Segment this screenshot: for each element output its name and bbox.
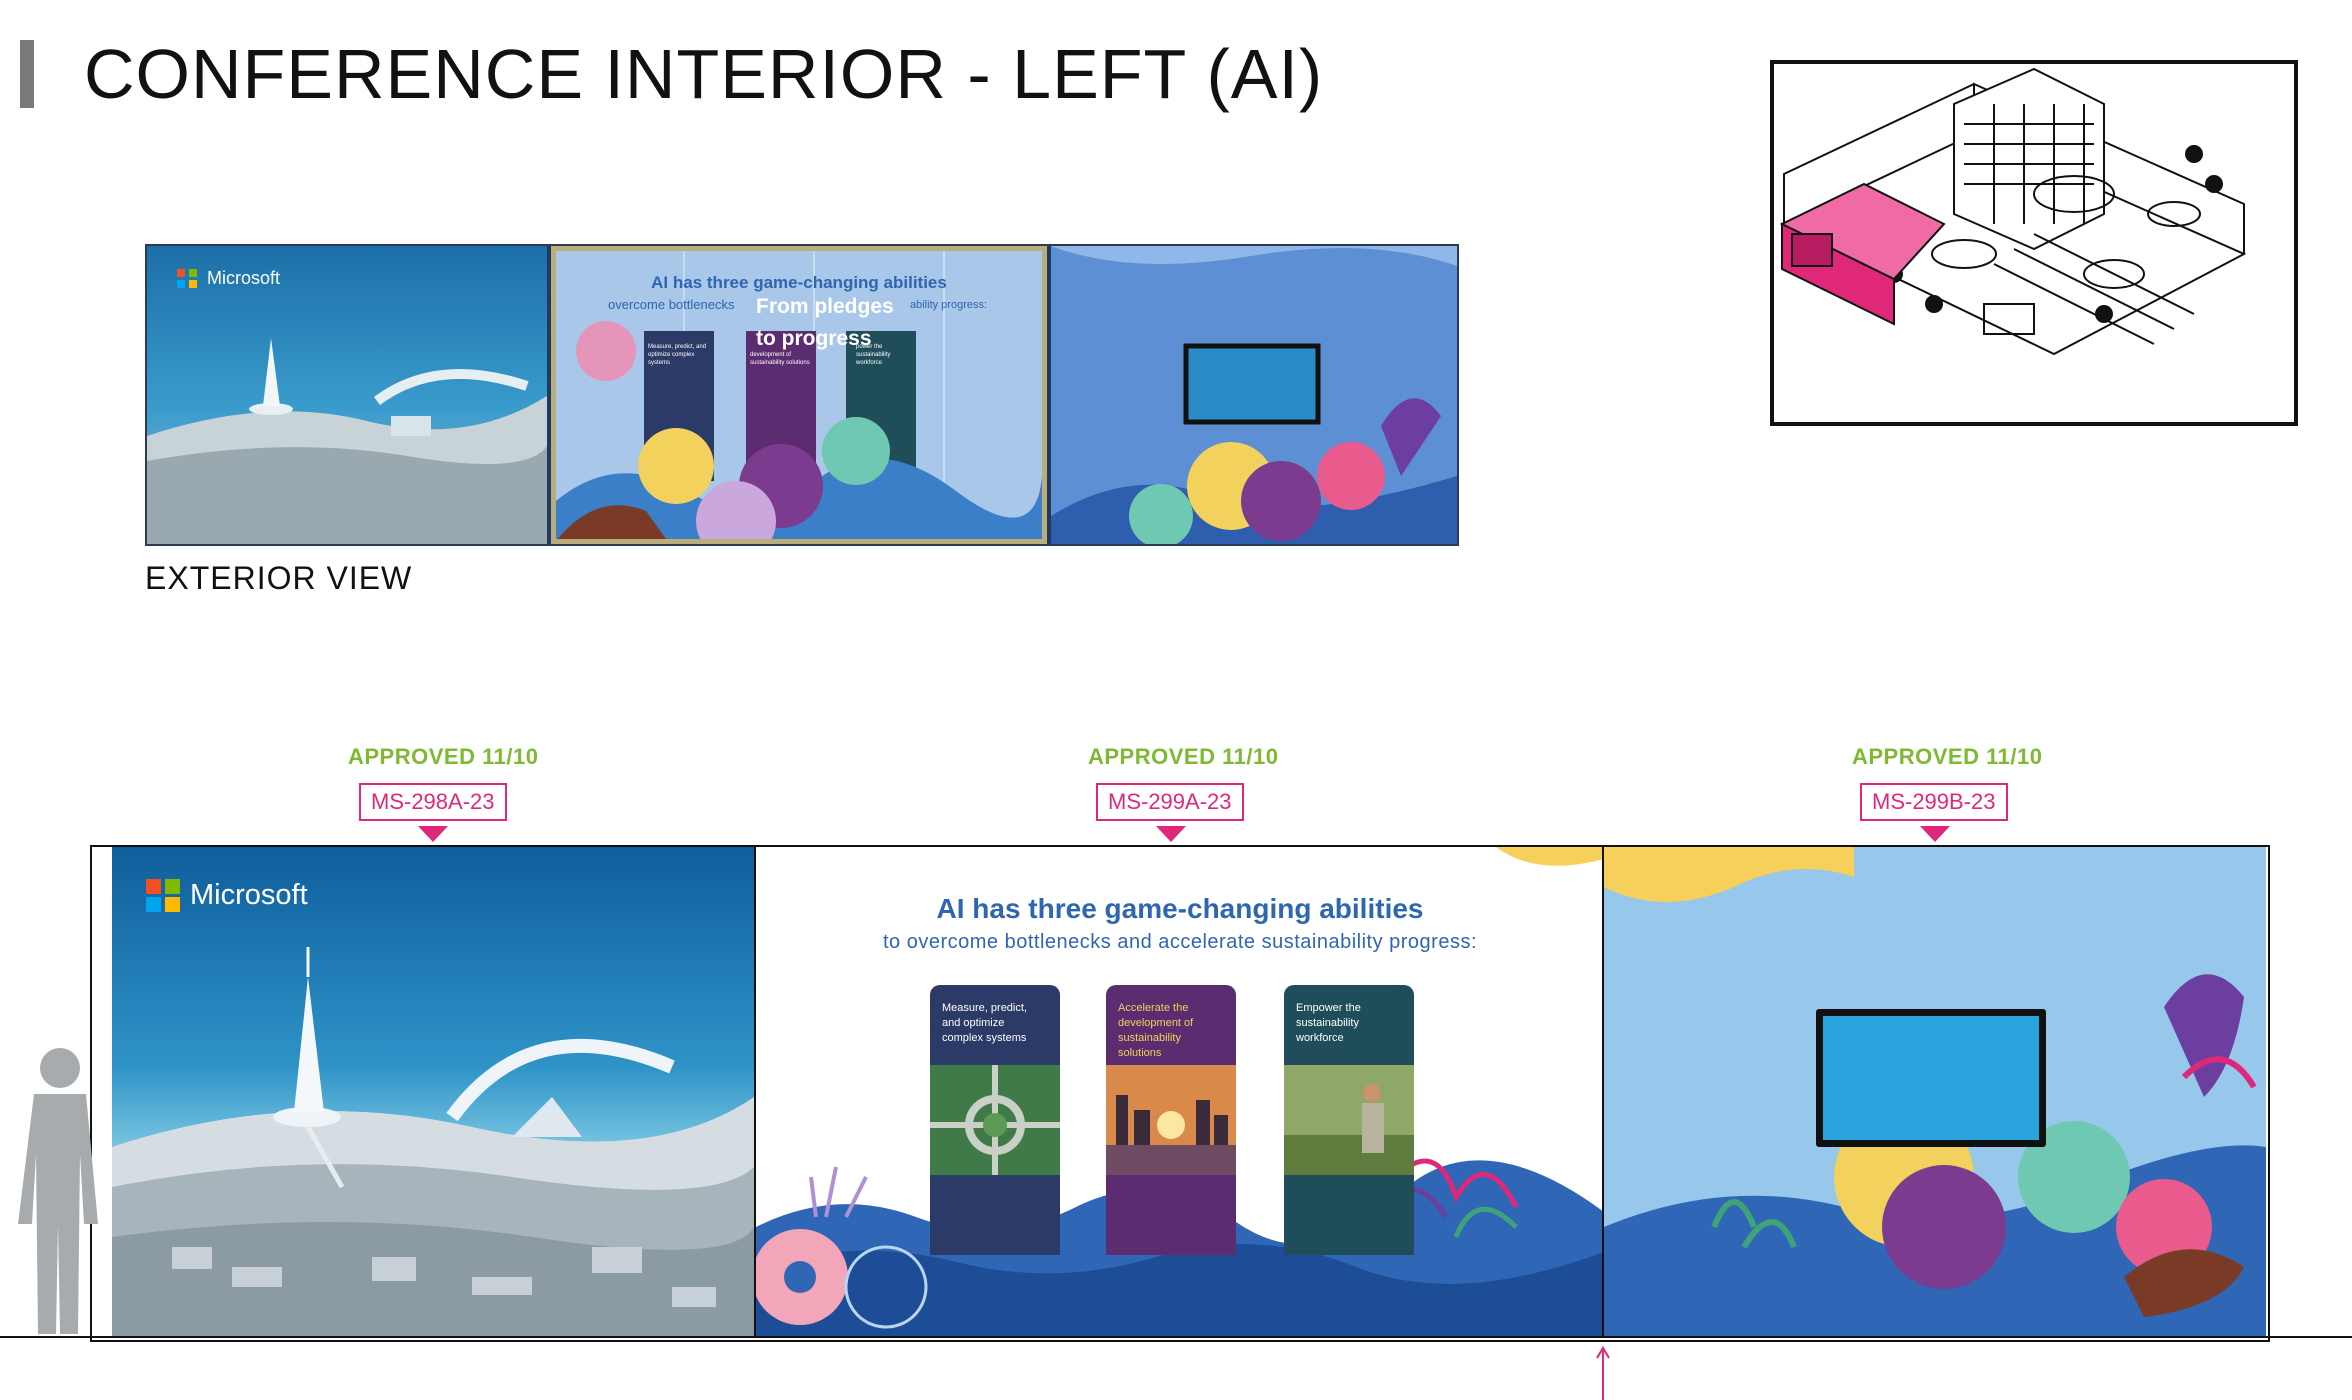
ability-card-2-text: Accelerate the development of sustainabi…	[1118, 1002, 1194, 1059]
panel-1-approved-label: APPROVED 11/10	[348, 744, 539, 769]
ability-card-2: Accelerate the development of sustainabi…	[1106, 985, 1236, 1255]
ai-heading: AI has three game-changing abilities	[936, 893, 1424, 924]
exterior-panel-ai: AI has three game-changing abilities ove…	[551, 246, 1047, 544]
exterior-view-render: Microsoft AI has three game-changing abi…	[145, 244, 1459, 546]
aerial-city-graphic	[112, 847, 754, 1336]
exterior-ai-subheading-tail: ability progress:	[910, 299, 988, 311]
wall-monitor	[1816, 1009, 2046, 1147]
exterior-card-1-text: Measure, predict, and optimize complex s…	[648, 344, 707, 366]
exterior-microsoft-wordmark: Microsoft	[207, 268, 281, 288]
floor-plan-axonometric	[1770, 60, 2298, 426]
panel-1-code-tag: MS-298A-23	[359, 783, 507, 821]
exterior-card-3-text: power the sustainability workforce	[856, 344, 891, 366]
elevation-panel-monitor	[1602, 847, 2266, 1336]
exterior-panel-monitor	[1051, 246, 1457, 544]
panel-2-approved-label: APPROVED 11/10	[1088, 744, 1279, 769]
ability-card-1-text: Measure, predict, and optimize complex s…	[942, 1002, 1027, 1044]
monitor-coral-graphic	[1051, 246, 1457, 544]
coral-graphic	[556, 251, 1042, 539]
ability-card-3: Empower the sustainability workforce	[1284, 985, 1414, 1255]
microsoft-squares-icon	[146, 879, 180, 912]
panel-3-code-tag: MS-299B-23	[1860, 783, 2008, 821]
exterior-view-label: EXTERIOR VIEW	[145, 560, 413, 596]
panel-3-tag-pointer	[1920, 826, 1950, 842]
page-title: CONFERENCE INTERIOR - LEFT (AI)	[84, 35, 1324, 113]
exterior-ai-heading: AI has three game-changing abilities	[651, 273, 947, 292]
elevation-microsoft-logo: Microsoft	[146, 879, 308, 912]
exterior-microsoft-logo: Microsoft	[177, 268, 280, 289]
person-silhouette-icon	[18, 1048, 98, 1334]
exterior-ai-subheading: overcome bottlenecks	[608, 297, 735, 312]
farmer-photo	[1284, 1065, 1414, 1175]
elevation-panel-ai-abilities: AI has three game-changing abilities to …	[754, 847, 1604, 1336]
city-sunset-photo	[1106, 1065, 1236, 1175]
exterior-card-2-text: development of sustainability solutions	[750, 352, 810, 366]
exterior-panel-aerial: Microsoft	[147, 246, 547, 544]
ability-card-3-text: Empower the sustainability workforce	[1296, 1002, 1361, 1044]
elevation-microsoft-wordmark: Microsoft	[190, 879, 308, 911]
exterior-overlay-line-1: From pledges	[756, 295, 894, 318]
panel-2-code-tag: MS-299A-23	[1096, 783, 1244, 821]
panel-2-tag-pointer	[1156, 826, 1186, 842]
floor-plan-graphic	[1779, 67, 2247, 356]
elevation-panel-aerial: Microsoft	[112, 847, 754, 1336]
panel-1-tag-pointer	[418, 826, 448, 842]
title-accent-bar	[20, 40, 34, 108]
floor-line	[0, 1336, 2352, 1338]
exterior-overlay-line-2: to progress	[756, 327, 872, 350]
ability-card-1: Measure, predict, and optimize complex s…	[930, 985, 1060, 1255]
ai-subheading: to overcome bottlenecks and accelerate s…	[882, 931, 1478, 953]
roundabout-photo	[930, 1065, 1060, 1175]
aerial-photo-graphic	[147, 246, 547, 544]
arrow-up-icon	[1596, 1346, 1610, 1400]
panel-3-approved-label: APPROVED 11/10	[1852, 744, 2043, 769]
microsoft-squares-icon	[177, 269, 197, 288]
